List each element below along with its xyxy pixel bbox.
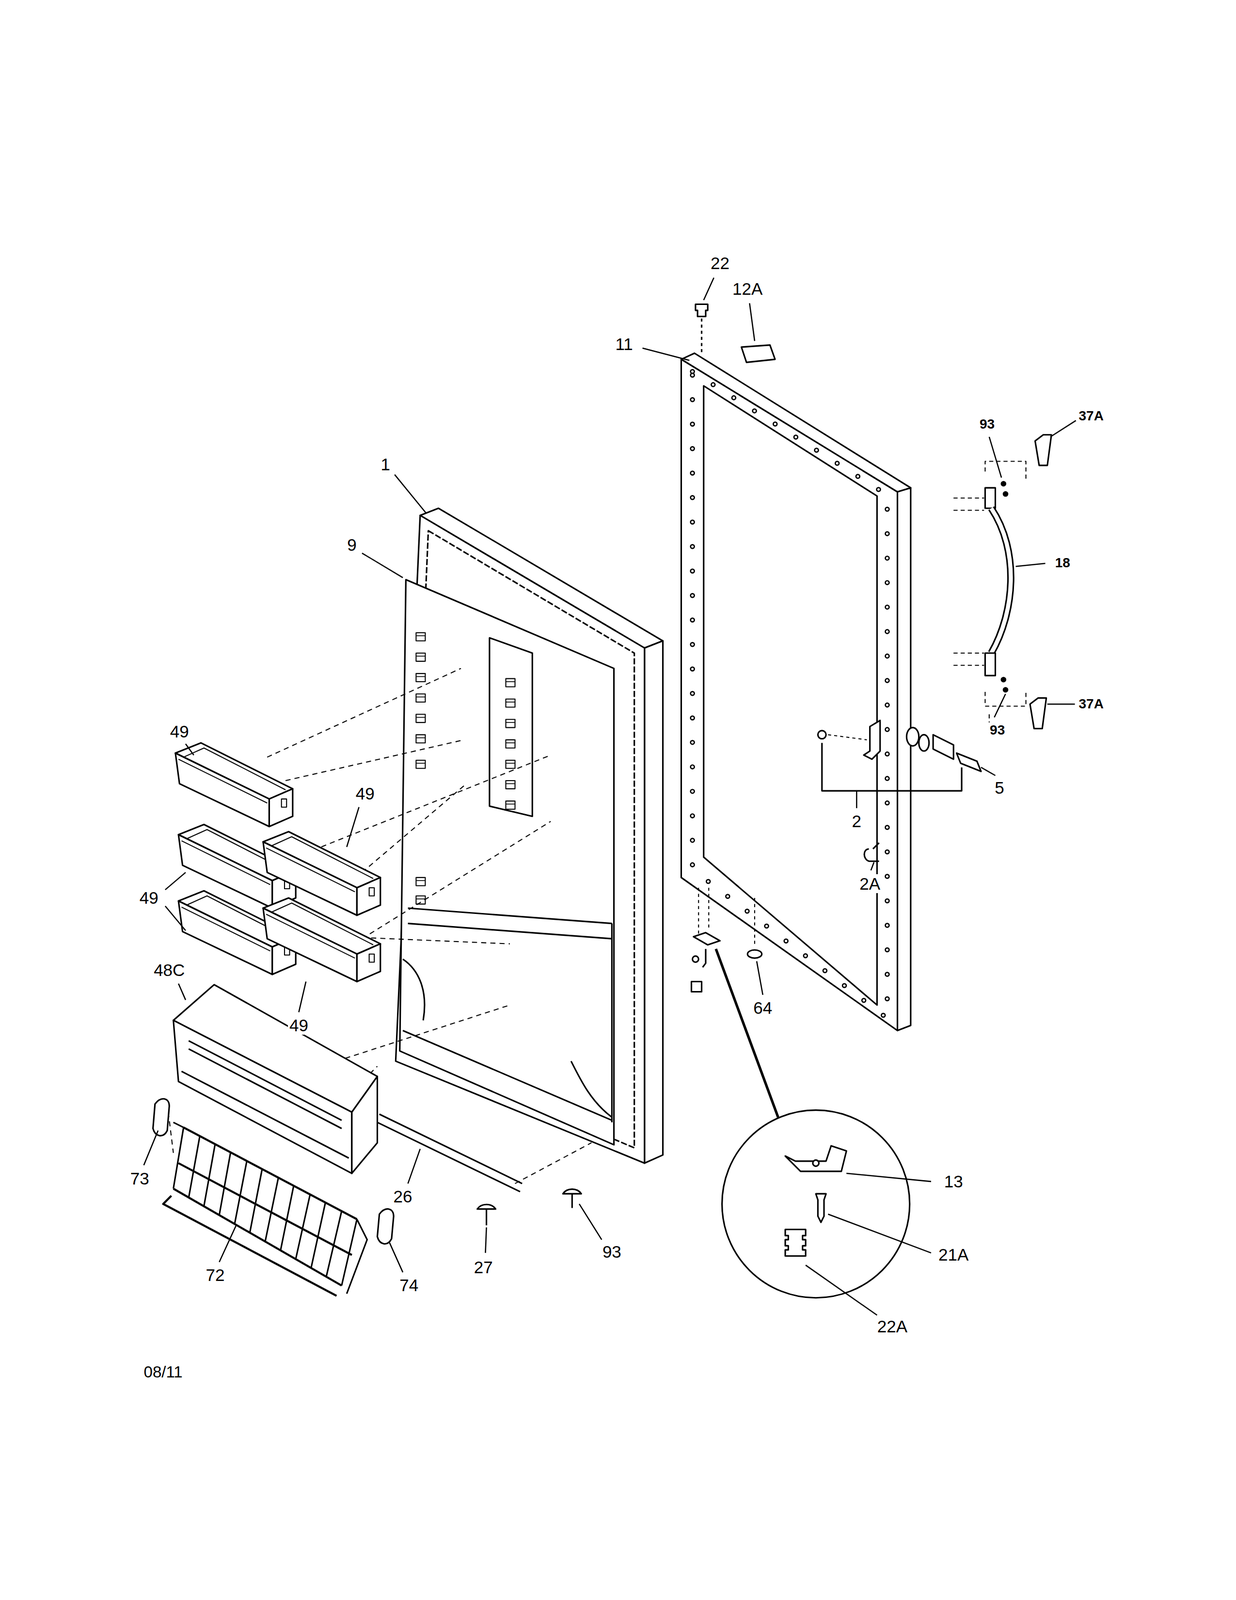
callout-number: 22A [875, 1316, 909, 1336]
callout-number: 93 [978, 416, 997, 432]
callout-number: 9 [345, 535, 358, 555]
callout-number: 5 [993, 777, 1006, 797]
callout-number: 49 [138, 887, 160, 907]
callout-number: 2A [857, 873, 882, 893]
callout-number: 37A [1077, 696, 1106, 712]
callout-number: 26 [392, 1186, 414, 1206]
callout-number: 49 [354, 783, 377, 803]
callout-number: 2 [850, 811, 863, 831]
callout-number: 73 [128, 1168, 151, 1188]
callout-number: 1 [379, 454, 392, 474]
callout-number: 93 [601, 1241, 623, 1261]
callout-number: 18 [1053, 554, 1072, 571]
callout-number: 72 [204, 1265, 226, 1284]
callout-number: 22 [709, 253, 731, 273]
callout-number: 64 [751, 998, 774, 1017]
callout-number: 27 [472, 1257, 495, 1277]
callout-number: 37A [1077, 408, 1106, 424]
date-code: 08/11 [142, 1362, 185, 1381]
callout-number: 49 [168, 721, 191, 741]
callout-number: 12A [730, 279, 764, 299]
callout-number: 74 [397, 1275, 420, 1295]
callout-number: 11 [613, 334, 634, 354]
callout-number: 48C [152, 960, 187, 980]
callout-number: 49 [287, 1015, 310, 1035]
callout-number: 13 [942, 1171, 965, 1191]
callout-number: 21A [936, 1244, 970, 1264]
callout-number: 93 [988, 722, 1007, 738]
